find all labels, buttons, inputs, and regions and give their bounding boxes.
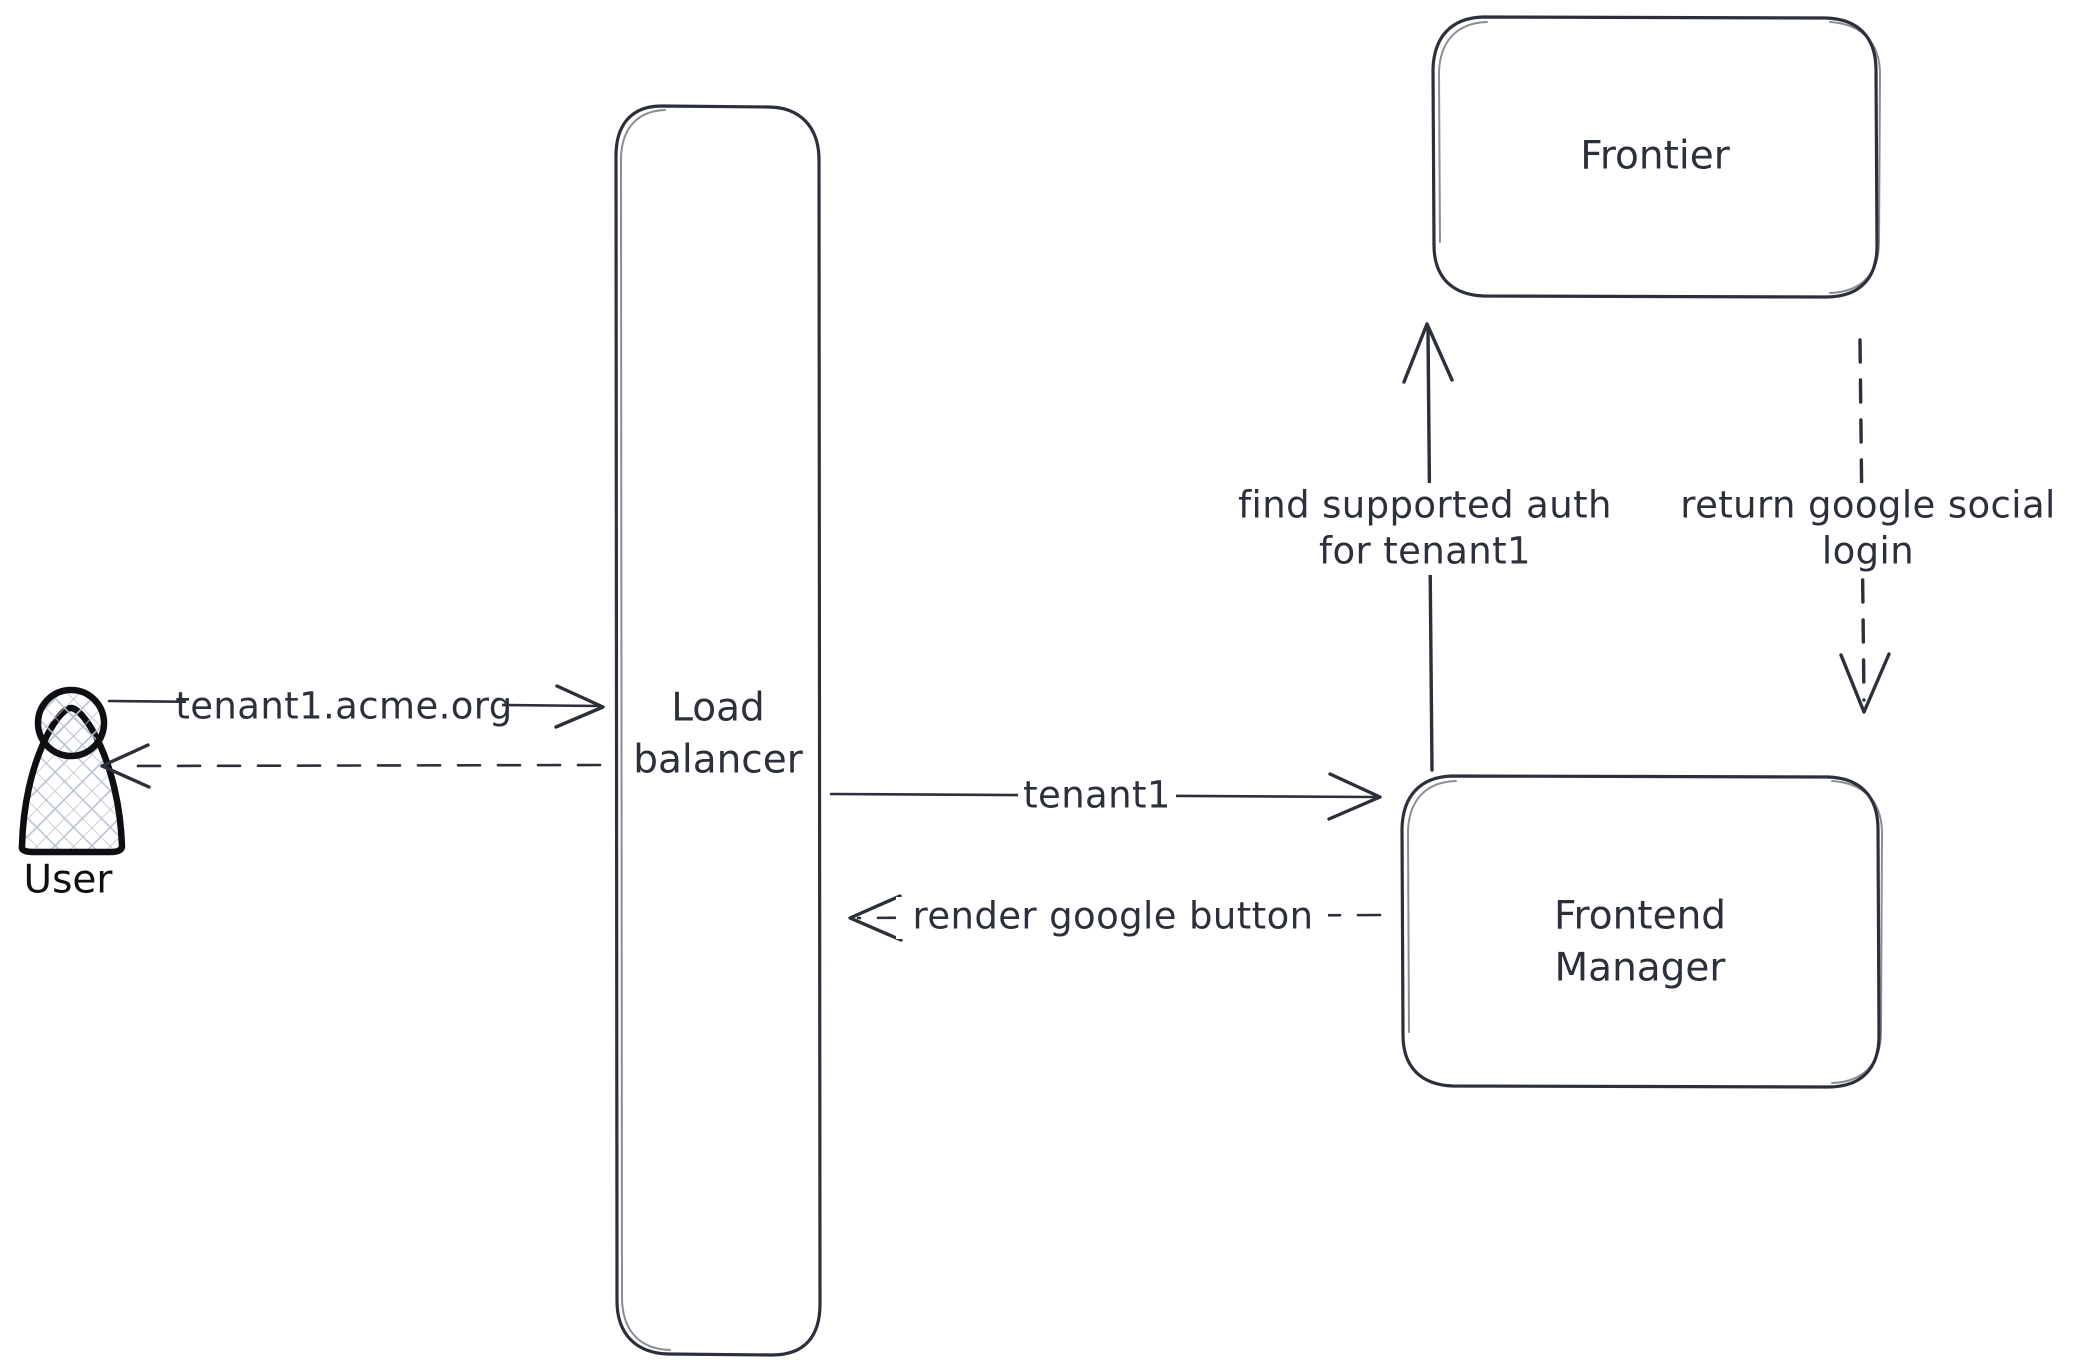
edge-lb-to-fm-label: tenant1 [1023,774,1171,817]
edge-user-to-lb-label-bg [186,686,502,728]
edge-frontend-manager-to-frontier[interactable]: find supported auth for tenant1 [1215,322,1635,772]
load-balancer-label-line1: Load [671,686,765,731]
edge-fm-to-frontier-arrowhead [1402,322,1454,384]
edge-fm-to-lb-arrowhead [848,894,903,942]
edge-fm-to-lb-label-bg [896,897,1328,939]
edge-frontend-manager-to-load-balancer[interactable]: render google button [848,894,1382,942]
edge-lb-to-fm-arrowhead [1327,772,1382,821]
edge-frontier-to-frontend-manager[interactable]: return google social login [1660,338,2080,714]
edge-user-to-load-balancer[interactable]: tenant1.acme.org [107,684,605,729]
edge-load-balancer-to-frontend-manager[interactable]: tenant1 [829,772,1382,821]
node-frontier[interactable]: Frontier [1431,15,1881,299]
edge-fm-to-lb-label: render google button [913,895,1314,938]
frontier-box-sketch [1438,21,1881,294]
frontend-manager-label-line2: Manager [1555,946,1727,991]
edge-user-to-lb-arrowhead [554,684,605,729]
load-balancer-box-sketch [620,109,671,1351]
edge-load-balancer-to-user[interactable] [100,743,602,789]
edge-lb-to-user-arrowhead [100,743,151,789]
frontend-manager-label-line1: Frontend [1554,894,1726,939]
user-head [34,686,108,760]
edge-frontier-to-fm-label-bg [1660,483,2080,575]
user-label: User [24,858,114,903]
node-frontend-manager[interactable]: Frontend Manager [1400,774,1883,1089]
edge-lb-to-fm-label-bg [1018,775,1176,817]
edge-lb-to-user-line [126,763,602,768]
edge-frontier-to-fm-label-line2: login [1822,530,1914,573]
edge-frontier-to-fm-label-line1: return google social [1680,484,2055,527]
edge-user-to-lb-label: tenant1.acme.org [175,685,512,728]
load-balancer-box [614,104,822,1357]
load-balancer-label-line2: balancer [633,738,804,783]
user-head-fill [38,690,104,756]
frontend-manager-box-sketch [1407,780,1883,1084]
edge-fm-to-frontier-label-bg [1215,483,1635,575]
node-load-balancer[interactable]: Load balancer [614,104,822,1357]
frontier-label: Frontier [1580,134,1730,179]
actor-user[interactable]: User [18,686,126,903]
edge-fm-to-frontier-label-line1: find supported auth [1238,484,1612,527]
edge-frontier-to-fm-arrowhead [1839,652,1891,714]
edge-fm-to-frontier-label-line2: for tenant1 [1319,530,1531,573]
